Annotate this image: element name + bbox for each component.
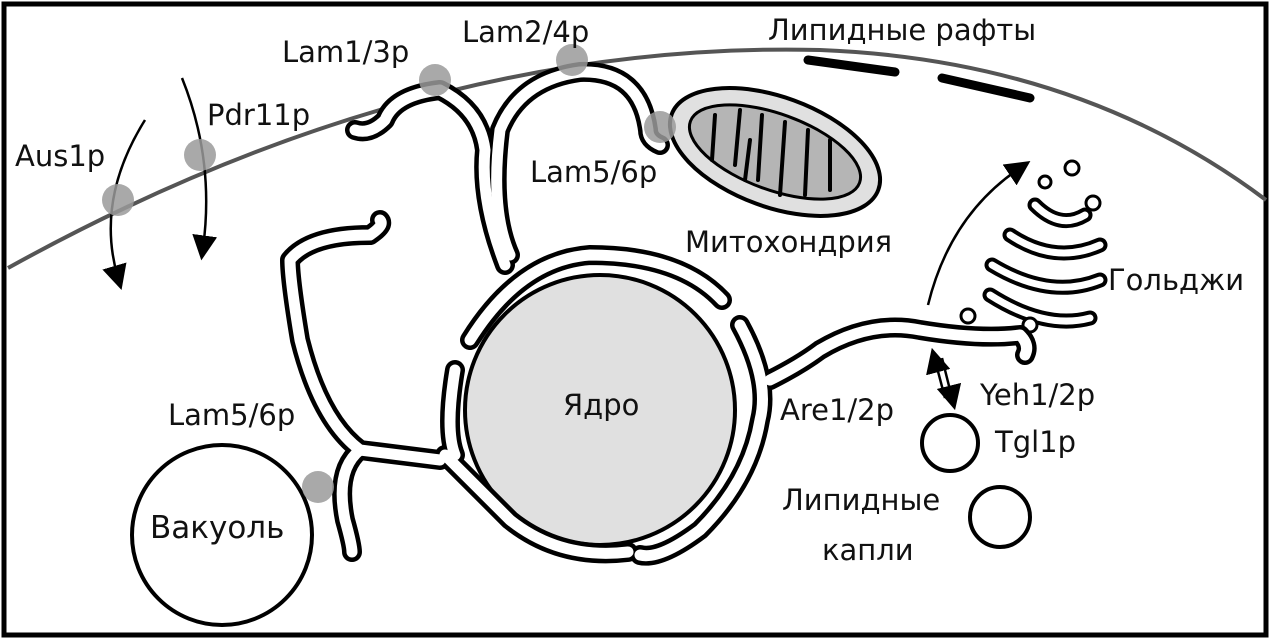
lipid-droplet-1 [922,415,978,471]
label-pdr11: Pdr11p [207,98,310,132]
label-vacuole: Вакуоль [150,510,284,546]
label-lam13: Lam1/3p [282,35,409,69]
pdr11-marker [184,139,216,171]
label-aus1: Aus1p [15,139,105,173]
lam56-mito-marker [644,111,676,143]
label-lipid-droplets-line1: Липидные [782,483,940,517]
label-lam56-mito: Lam5/6p [530,155,657,189]
label-lipid-rafts: Липидные рафты [768,13,1036,47]
label-golgi: Гольджи [1108,263,1244,297]
lipid-droplet-2 [970,487,1030,547]
lam13-marker [419,64,451,96]
label-lam56-vacuole: Lam5/6p [168,398,295,432]
label-nucleus: Ядро [563,388,639,422]
label-mitochondrion: Митохондрия [685,225,892,259]
aus1-marker [102,184,134,216]
lam56-vacuole-marker [302,471,334,503]
label-are12: Are1/2p [780,393,894,427]
label-tgl1: Tgl1p [994,425,1076,459]
label-lipid-droplets-line2: капли [822,533,914,567]
label-lam24: Lam2/4p [462,15,589,49]
label-yeh12: Yeh1/2p [979,378,1095,412]
